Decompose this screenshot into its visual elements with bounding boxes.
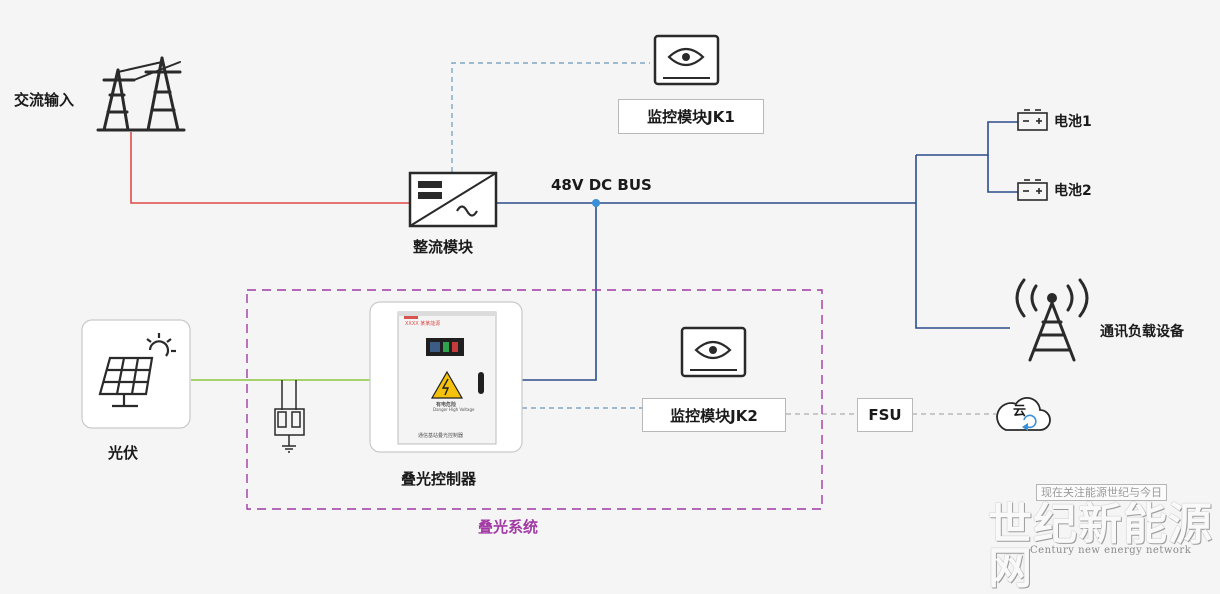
dc-bus-node: [592, 199, 600, 207]
monitor-jk1-icon: [653, 34, 720, 86]
controller-label: 叠光控制器: [401, 470, 477, 488]
controller-warning-text: 有电危险: [436, 402, 457, 408]
controller-brand-text: XXXX 某某能源: [405, 321, 441, 327]
ac-input-line: [130, 132, 410, 204]
monitor-jk2-box: 监控模块JK2: [642, 398, 786, 432]
watermark-english: Century new energy network: [1030, 545, 1192, 556]
cloud-label: 云: [1013, 404, 1027, 419]
fsu-box: FSU: [857, 398, 913, 432]
battery-1-label: 电池1: [1054, 114, 1092, 130]
monitor-jk1-box: 监控模块JK1: [618, 99, 764, 134]
system-boundary: [246, 289, 823, 510]
battery-1-icon: [1017, 109, 1048, 131]
watermark-top: 现在关注能源世纪与今日: [1036, 484, 1167, 502]
system-diagram: [81, 34, 1089, 510]
controller-caption-text: 通信基站叠光控制器: [418, 433, 464, 439]
battery-2-icon: [1017, 179, 1048, 201]
ac-input-label: 交流输入: [14, 91, 75, 109]
surge-protector-icon: [274, 380, 305, 453]
system-label: 叠光系统: [478, 518, 539, 536]
cloud-icon: [996, 397, 1051, 431]
jk1-link: [451, 62, 650, 172]
battery-branch: [916, 121, 1018, 156]
controller-cabinet: [369, 301, 523, 453]
battery-branch-2: [987, 155, 1018, 193]
telecom-load-label: 通讯负载设备: [1100, 324, 1184, 340]
battery-bus-vertical: [915, 155, 1010, 329]
battery-2-label: 电池2: [1054, 183, 1092, 199]
dc-bus-label: 48V DC BUS: [551, 176, 652, 194]
transmission-tower-icon: [96, 56, 186, 132]
rectifier-label: 整流模块: [413, 238, 474, 256]
rectifier-icon: [408, 171, 498, 228]
controller-dc-line: [522, 203, 597, 381]
monitor-jk2-icon: [680, 326, 747, 378]
controller-warning-sub-text: Danger High Voltage: [433, 407, 475, 412]
telecom-tower-icon: [1015, 278, 1089, 362]
pv-label: 光伏: [108, 444, 139, 462]
pv-panel-icon: [81, 319, 191, 429]
